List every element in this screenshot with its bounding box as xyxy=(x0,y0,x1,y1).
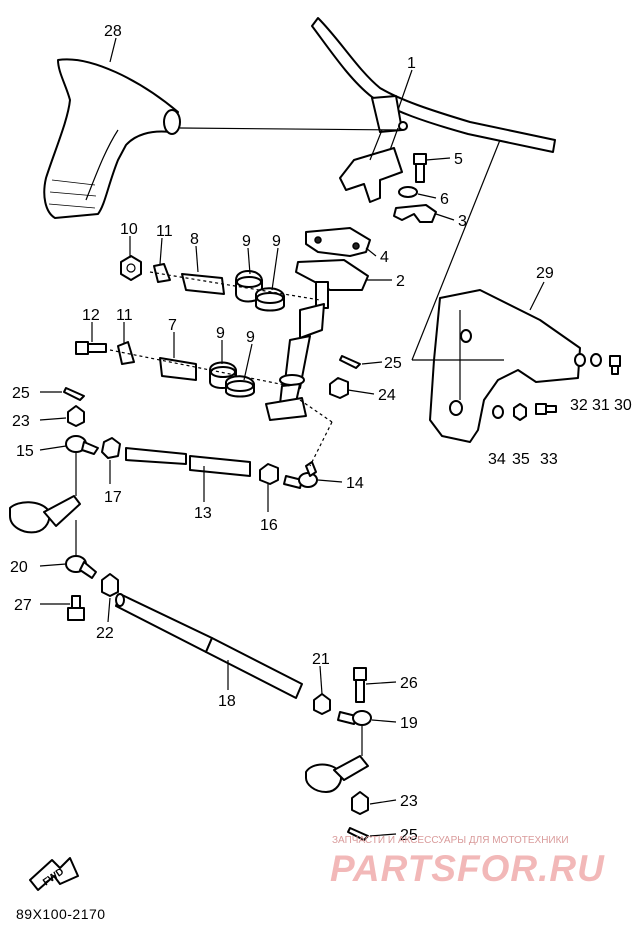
callout-31: 31 xyxy=(592,397,610,414)
diagram-code: 89X100-2170 xyxy=(16,906,106,922)
part-1-handlebar xyxy=(311,17,556,203)
steering-arm-left xyxy=(9,495,81,534)
callout-11-lower: 11 xyxy=(116,307,133,324)
part-6-nut xyxy=(398,186,418,198)
part-32-washer xyxy=(574,353,586,367)
steering-arm-right xyxy=(305,755,369,793)
part-4-upper-bracket xyxy=(305,227,371,257)
callout-12: 12 xyxy=(82,307,100,324)
part-19-tie-rod-end xyxy=(337,710,372,726)
part-35-nut xyxy=(513,403,527,421)
part-34-washer xyxy=(492,405,504,419)
part-33-screw xyxy=(535,403,557,415)
callout-29: 29 xyxy=(536,265,554,282)
part-12-bolt xyxy=(75,341,107,355)
callout-20: 20 xyxy=(10,559,28,576)
part-28-handle-grip xyxy=(43,58,181,219)
callout-18: 18 xyxy=(218,693,236,710)
callout-27: 27 xyxy=(14,597,32,614)
part-25-cotter-pin-upper xyxy=(339,355,361,369)
callout-1: 1 xyxy=(407,55,416,72)
part-5-bolt xyxy=(413,153,427,183)
callout-4: 4 xyxy=(380,249,389,266)
callout-5: 5 xyxy=(454,151,463,168)
part-16-nut xyxy=(259,463,279,485)
callout-7: 7 xyxy=(168,317,177,334)
part-31-washer xyxy=(590,353,602,367)
callout-3: 3 xyxy=(458,213,467,230)
callout-2: 2 xyxy=(396,273,405,290)
callout-8: 8 xyxy=(190,231,199,248)
callout-6: 6 xyxy=(440,191,449,208)
callout-14: 14 xyxy=(346,475,364,492)
callout-9-b: 9 xyxy=(272,233,281,250)
callout-25-lower: 25 xyxy=(400,827,418,844)
part-15-tie-rod-end xyxy=(65,435,99,455)
callout-9-c: 9 xyxy=(216,325,225,342)
fwd-arrow-icon: FWD xyxy=(29,857,79,891)
callout-9-a: 9 xyxy=(242,233,251,250)
callout-25-left: 25 xyxy=(12,385,30,402)
part-7-plate xyxy=(159,357,197,381)
part-24-nut xyxy=(329,377,349,399)
watermark-logo: PARTSFOR.RU xyxy=(330,848,605,889)
callout-17: 17 xyxy=(104,489,122,506)
callout-15: 15 xyxy=(16,443,34,460)
part-25-cotter-pin-lower xyxy=(347,827,369,841)
part-8-plate xyxy=(181,273,225,295)
callout-28: 28 xyxy=(104,23,122,40)
part-27-bolt xyxy=(67,595,85,621)
part-9-bushing-b xyxy=(255,287,285,312)
callout-30: 30 xyxy=(614,397,632,414)
part-20-tie-rod-end xyxy=(65,555,97,579)
part-26-bolt xyxy=(353,667,367,703)
callout-leaders xyxy=(39,37,545,837)
part-13-tie-rod xyxy=(125,447,251,477)
part-11-clip-lower xyxy=(117,341,135,365)
callout-labels: 28 1 5 6 3 4 2 10 11 8 9 9 12 11 7 9 9 2… xyxy=(10,23,632,844)
part-29-cover xyxy=(429,289,581,443)
part-2-steering-shaft xyxy=(265,259,369,421)
callout-11: 11 xyxy=(156,223,173,240)
callout-25-upper: 25 xyxy=(384,355,402,372)
callout-13: 13 xyxy=(194,505,212,522)
callout-9-d: 9 xyxy=(246,329,255,346)
callout-10: 10 xyxy=(120,221,138,238)
callout-34: 34 xyxy=(488,451,506,468)
callout-21: 21 xyxy=(312,651,330,668)
part-23-nut-right xyxy=(351,791,369,815)
part-14-tie-rod-end xyxy=(283,461,318,489)
part-9-bushing-d xyxy=(225,375,255,398)
callout-35: 35 xyxy=(512,451,530,468)
callout-23-left: 23 xyxy=(12,413,30,430)
callout-23-right: 23 xyxy=(400,793,418,810)
part-21-nut xyxy=(313,693,331,715)
callout-22: 22 xyxy=(96,625,114,642)
part-10-nut xyxy=(120,255,142,281)
part-25-cotter-pin-left xyxy=(63,387,85,401)
callout-19: 19 xyxy=(400,715,418,732)
part-18-tie-rod-long xyxy=(115,593,303,699)
part-30-screw xyxy=(609,355,621,375)
callout-16: 16 xyxy=(260,517,278,534)
part-22-nut xyxy=(101,573,119,597)
watermark-tagline: ЗАПЧАСТИ И АКСЕССУАРЫ ДЛЯ МОТОТЕХНИКИ xyxy=(332,835,569,846)
part-23-nut-left xyxy=(67,405,85,427)
callout-33: 33 xyxy=(540,451,558,468)
callout-32: 32 xyxy=(570,397,588,414)
part-17-nut xyxy=(101,437,121,459)
part-11-clip xyxy=(153,263,171,283)
assembly-lines xyxy=(75,127,504,756)
callout-26: 26 xyxy=(400,675,418,692)
callout-24: 24 xyxy=(378,387,396,404)
part-3-clamp xyxy=(393,204,437,223)
